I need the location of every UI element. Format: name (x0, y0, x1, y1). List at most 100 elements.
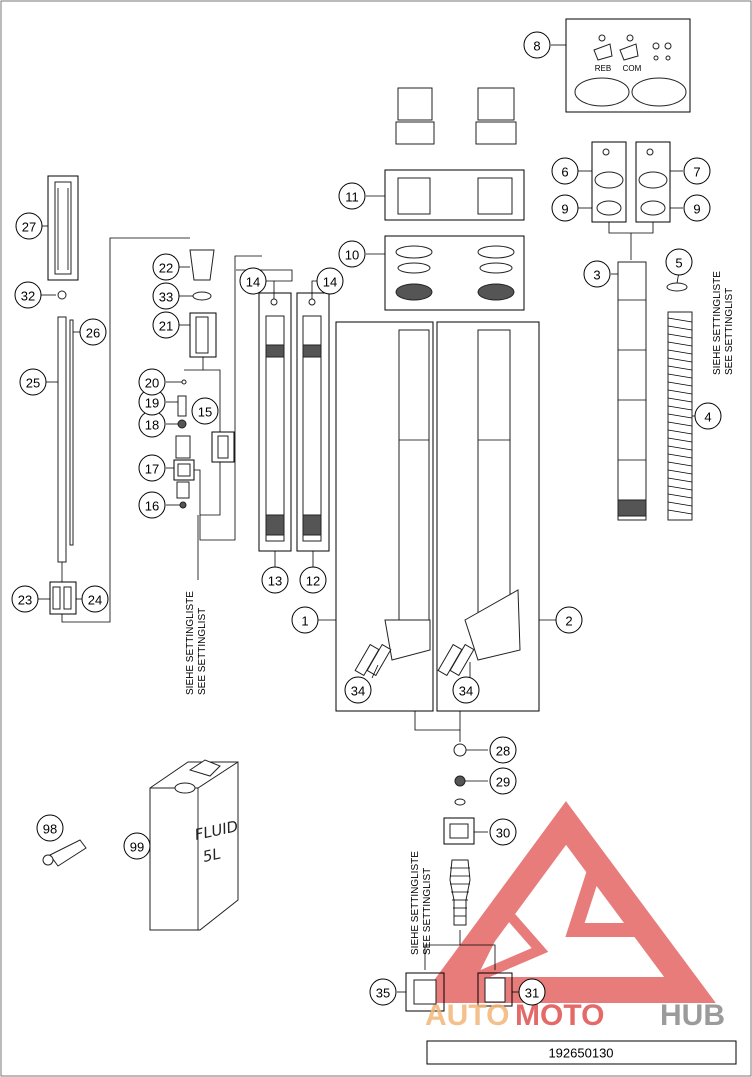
spacer-part-5 (666, 282, 688, 292)
compression-spring (449, 859, 471, 926)
callout-26: 26 (79, 318, 107, 346)
callout-9: 9 (683, 194, 711, 222)
callout-label: 16 (145, 499, 159, 514)
callout-14: 14 (316, 267, 344, 295)
callout-99: 99 (123, 832, 151, 860)
callout-11: 11 (338, 182, 366, 210)
callout-12: 12 (299, 566, 327, 594)
settinglist-en-right: SEE SETTINGLIST (724, 288, 735, 375)
callout-29: 29 (489, 767, 517, 795)
com-label: COM (623, 64, 642, 73)
callout-35: 35 (369, 978, 397, 1006)
callout-24: 24 (81, 585, 109, 613)
grease-tube-part-98 (42, 839, 87, 867)
callout-label: 13 (268, 574, 282, 589)
callout-label: 14 (246, 275, 260, 290)
callout-7: 7 (683, 157, 711, 185)
callout-label: 29 (496, 775, 510, 790)
callout-8: 8 (523, 31, 551, 59)
callout-30: 30 (489, 818, 517, 846)
callout-label: 14 (323, 275, 337, 290)
callout-2: 2 (555, 606, 583, 634)
callout-label: 34 (459, 684, 473, 699)
callout-23: 23 (11, 585, 39, 613)
callout-label: 24 (88, 593, 102, 608)
compression-valve-parts (173, 249, 235, 509)
callout-label: 9 (561, 202, 568, 217)
callout-20: 20 (138, 368, 166, 396)
outer-tube-box-2 (436, 321, 540, 712)
settinglist-de-left: SIEHE SETTINGLISTE (185, 591, 196, 695)
top-bushes (395, 87, 517, 145)
callout-label: 33 (159, 290, 173, 305)
washer-part-29 (454, 775, 466, 787)
callout-label: 19 (145, 396, 159, 411)
watermark-hub: HUB (660, 999, 725, 1032)
reference-box (426, 1040, 737, 1065)
callout-label: 31 (525, 986, 539, 1001)
outer-tube-box-1 (335, 321, 434, 712)
callout-label: 11 (345, 190, 359, 205)
callout-label: 98 (43, 822, 57, 837)
callout-label: 1 (301, 614, 308, 629)
fluid-volume-label: 5L (201, 845, 222, 866)
watermark-logo (417, 801, 716, 1003)
valve-part-23 (52, 586, 61, 610)
watermark-text: AUTO MOTO HUB (425, 999, 725, 1032)
fork-spring-part-4 (667, 311, 693, 521)
callout-label: 8 (533, 39, 540, 54)
cartridge-part-27 (47, 175, 79, 281)
callout-label: 21 (159, 319, 173, 334)
callout-label: 28 (496, 744, 510, 759)
piston-rod-part-25 (57, 316, 74, 563)
outer-tube-right (437, 329, 521, 677)
callout-5: 5 (665, 248, 693, 276)
callout-25: 25 (19, 368, 47, 396)
callout-4: 4 (694, 402, 722, 430)
callout-label: 15 (198, 405, 212, 420)
callout-label: 3 (593, 268, 600, 283)
callout-3: 3 (583, 260, 611, 288)
nut-part-28 (453, 743, 467, 757)
callout-label: 35 (376, 986, 390, 1001)
callout-32: 32 (14, 281, 42, 309)
callout-6: 6 (551, 157, 579, 185)
callout-label: 30 (496, 826, 510, 841)
callout-label: 10 (345, 248, 359, 263)
callout-10: 10 (338, 240, 366, 268)
callout-label: 32 (21, 289, 35, 304)
callout-16: 16 (138, 491, 166, 519)
settinglist-en-left: SEE SETTINGLIST (197, 608, 208, 695)
callout-label: 25 (26, 376, 40, 391)
callout-34: 34 (452, 676, 480, 704)
adjuster-parts (574, 34, 687, 107)
callout-9: 9 (551, 194, 579, 222)
watermark-auto: AUTO (425, 999, 509, 1032)
valve-part-24 (63, 586, 72, 610)
outer-tube-left (354, 329, 431, 677)
callout-27: 27 (15, 212, 43, 240)
settinglist-de-right: SIEHE SETTINGLISTE (712, 271, 723, 375)
callout-label: 6 (561, 165, 568, 180)
settinglist-en-bottom: SEE SETTINGLIST (422, 868, 433, 955)
callout-label: 18 (145, 418, 159, 433)
callout-31: 31 (518, 978, 546, 1006)
callout-19: 19 (138, 388, 166, 416)
adjuster-box-8 (565, 18, 691, 113)
callout-label: 99 (130, 840, 144, 855)
reb-label: REB (595, 64, 611, 73)
callout-18: 18 (138, 410, 166, 438)
oring-part-32 (57, 290, 67, 300)
callout-label: 4 (704, 410, 711, 425)
callout-15: 15 (191, 397, 219, 425)
bush-box-11 (384, 169, 525, 221)
callout-33: 33 (152, 282, 180, 310)
callout-label: 9 (693, 202, 700, 217)
callout-98: 98 (36, 814, 64, 842)
callout-label: 17 (145, 462, 159, 477)
callout-22: 22 (152, 253, 180, 281)
callout-label: 12 (306, 574, 320, 589)
callout-21: 21 (152, 311, 180, 339)
